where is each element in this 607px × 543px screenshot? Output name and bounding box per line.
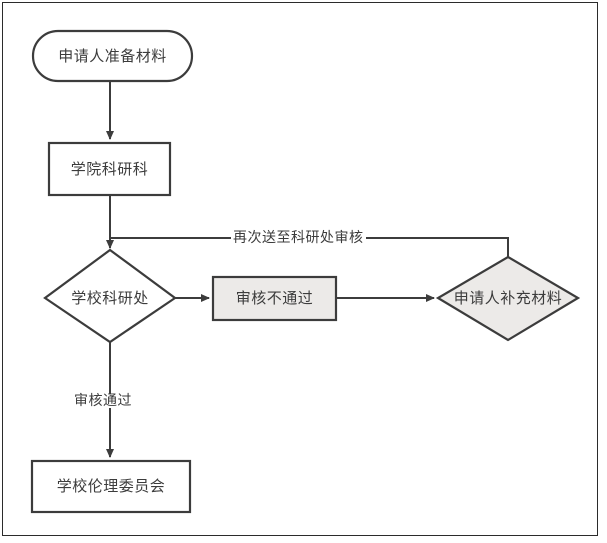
hit-school-research-dept[interactable] — [45, 250, 175, 342]
hit-school-ethics-committee[interactable] — [32, 461, 190, 512]
node-school-ethics-committee[interactable] — [30, 459, 192, 514]
hit-applicant-supplement[interactable] — [438, 257, 578, 340]
edge-label-resubmit: 再次送至科研处审核 — [231, 230, 366, 246]
node-school-research-dept[interactable] — [43, 248, 177, 344]
node-college-research-office[interactable] — [47, 141, 172, 197]
hit-review-failed[interactable] — [213, 277, 336, 320]
edge-label-review-passed: 审核通过 — [72, 393, 134, 409]
hit-applicant-prepare[interactable] — [33, 31, 192, 81]
hit-college-research-office[interactable] — [49, 143, 170, 195]
node-applicant-prepare[interactable] — [31, 29, 194, 83]
node-applicant-supplement[interactable] — [435, 255, 581, 342]
node-review-failed[interactable] — [211, 275, 338, 322]
